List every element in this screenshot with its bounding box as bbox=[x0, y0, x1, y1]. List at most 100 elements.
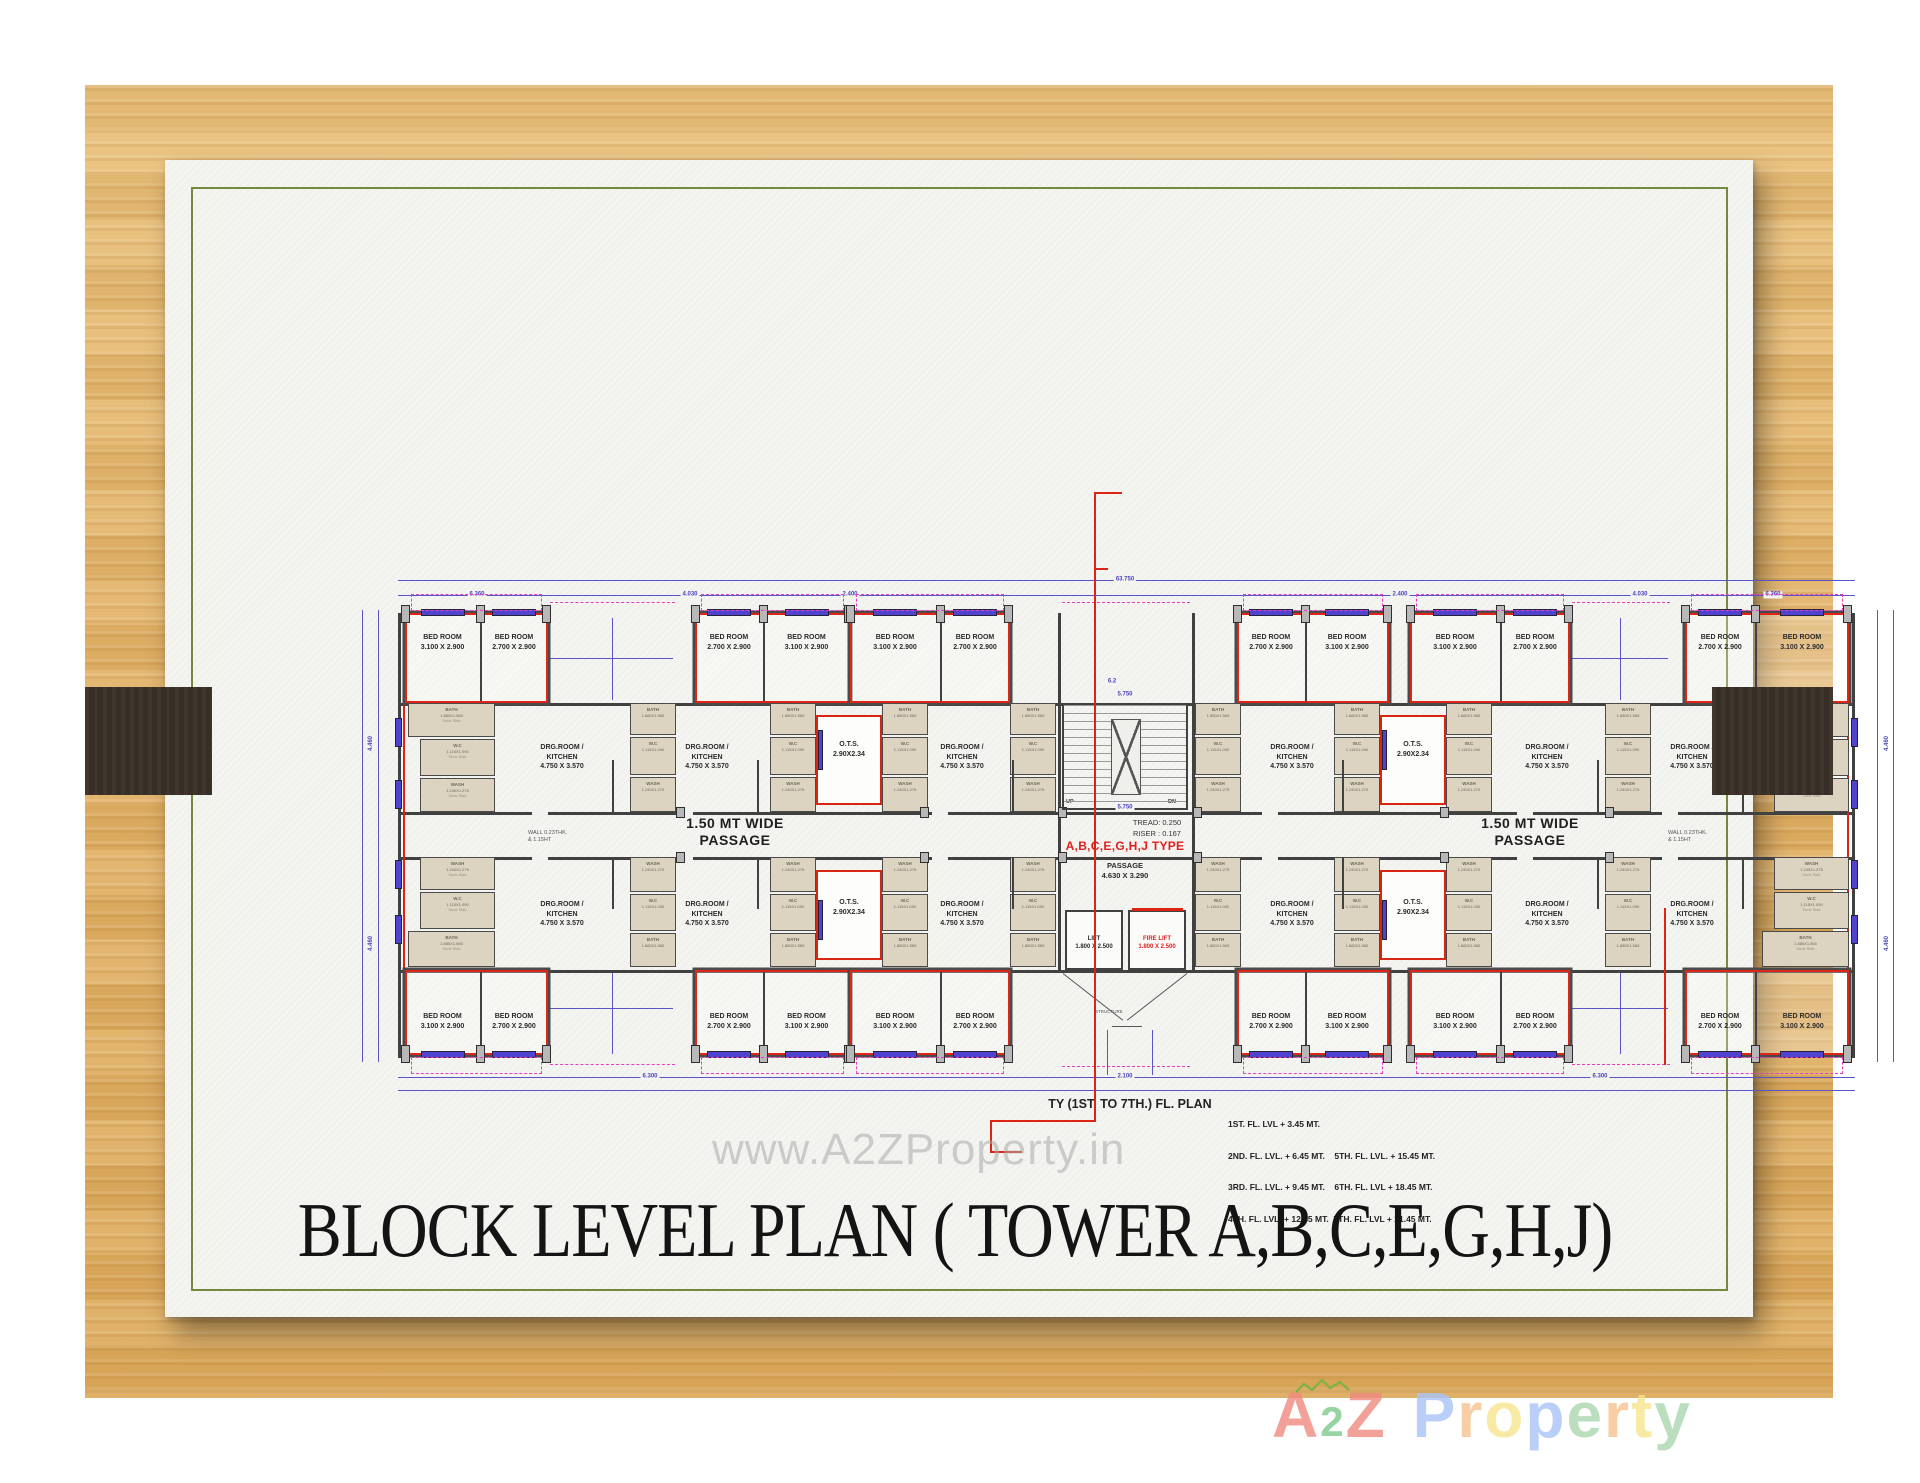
drg-kitchen-label: DRG.ROOM / KITCHEN 4.750 X 3.570 bbox=[1270, 744, 1314, 770]
balcony-dashed-outline bbox=[856, 594, 1004, 611]
column-block bbox=[691, 1045, 700, 1063]
column-block bbox=[846, 1045, 855, 1063]
bedroom-pair bbox=[1410, 970, 1570, 1055]
partition-wall bbox=[1012, 857, 1014, 909]
level-line: 2ND. FL. LVL. + 6.45 MT. 5TH. FL. LVL. +… bbox=[1228, 1150, 1436, 1161]
wall-note-left: WALL 0.23THK. & 1.15HT bbox=[528, 830, 568, 843]
dimension-line bbox=[362, 610, 363, 1062]
bedroom-label: BED ROOM 2.700 X 2.900 bbox=[492, 1013, 536, 1030]
bedroom-divider-wall bbox=[940, 615, 942, 701]
ots-label: O.T.S. 2.90X2.34 bbox=[1397, 899, 1429, 916]
logo-letter: y bbox=[1654, 1379, 1692, 1451]
window bbox=[818, 900, 823, 940]
logo-letter: A bbox=[1272, 1379, 1321, 1451]
stair-newel bbox=[1111, 719, 1141, 795]
bedroom-pair bbox=[1410, 613, 1570, 703]
structure-note: STRUCTURE bbox=[1095, 1009, 1123, 1014]
balcony-dashed-outline bbox=[701, 594, 844, 611]
passage-line1: 1.50 MT WIDE bbox=[686, 815, 784, 831]
dimension-line bbox=[1620, 972, 1621, 1054]
window bbox=[1851, 718, 1858, 747]
column-block bbox=[936, 1045, 945, 1063]
level-line: 3RD. FL. LVL. + 9.45 MT. 6TH. FL. LVL + … bbox=[1228, 1182, 1433, 1192]
bedroom-pair bbox=[850, 970, 1010, 1055]
bedroom-label: BED ROOM 3.100 X 2.900 bbox=[1433, 1013, 1477, 1030]
bedroom-label: BED ROOM 2.700 X 2.900 bbox=[1513, 1013, 1557, 1030]
bedroom-label: BED ROOM 2.700 X 2.900 bbox=[492, 634, 536, 651]
partition-wall bbox=[1342, 857, 1344, 909]
ots-shaft bbox=[816, 870, 882, 960]
column-block bbox=[920, 807, 929, 818]
column-block bbox=[936, 605, 945, 623]
window bbox=[1382, 730, 1387, 770]
bedroom-label: BED ROOM 2.700 X 2.900 bbox=[953, 634, 997, 651]
dark-strap-left bbox=[85, 687, 212, 795]
column-block bbox=[1843, 605, 1852, 623]
red-wall-line bbox=[1847, 616, 1849, 1056]
logo-letter: r bbox=[1604, 1379, 1631, 1451]
partition-wall bbox=[1597, 857, 1599, 909]
window bbox=[1851, 915, 1858, 944]
bedroom-divider-wall bbox=[1305, 972, 1307, 1053]
red-reference-line bbox=[1094, 492, 1122, 494]
bedroom-label: BED ROOM 2.700 X 2.900 bbox=[953, 1013, 997, 1030]
page-title: BLOCK LEVEL PLAN ( TOWER A,B,C,E,G,H,J) bbox=[297, 1188, 1614, 1274]
bedroom-pair bbox=[1685, 970, 1849, 1055]
drg-kitchen-label: DRG.ROOM / KITCHEN 4.750 X 3.570 bbox=[1525, 901, 1569, 927]
window bbox=[1249, 609, 1293, 616]
drg-kitchen-label: DRG.ROOM / KITCHEN 4.750 X 3.570 bbox=[1525, 744, 1569, 770]
ots-label: O.T.S. 2.90X2.34 bbox=[833, 899, 865, 916]
bedroom-label: BED ROOM 3.100 X 2.900 bbox=[873, 1013, 917, 1030]
fire-lift-room: FIRE LIFT 1.800 X 2.500 bbox=[1128, 910, 1186, 970]
partition-wall bbox=[612, 760, 614, 812]
end-wall bbox=[1852, 613, 1855, 1058]
plan-title-label: TY (1ST. TO 7TH.) FL. PLAN bbox=[1048, 1097, 1212, 1111]
red-wall-line bbox=[403, 616, 405, 1056]
column-block bbox=[676, 807, 685, 818]
door-opening bbox=[932, 810, 948, 817]
bedroom-pair bbox=[695, 970, 850, 1055]
floor-levels-list: 1ST. FL. LVL + 3.45 MT. 2ND. FL. LVL. + … bbox=[1228, 1098, 1435, 1245]
column-block bbox=[1301, 1045, 1310, 1063]
red-reference-line bbox=[990, 1120, 992, 1153]
balcony-dashed-outline bbox=[701, 1057, 844, 1074]
dimension-label: 5.750 bbox=[1115, 804, 1135, 812]
column-block bbox=[401, 605, 410, 623]
drg-kitchen-label: DRG.ROOM / KITCHEN 4.750 X 3.570 bbox=[1270, 901, 1314, 927]
balcony-dashed-outline bbox=[411, 594, 542, 611]
drg-kitchen-label: DRG.ROOM / KITCHEN 4.750 X 3.570 bbox=[940, 901, 984, 927]
door-opening bbox=[677, 855, 693, 862]
logo-letter: t bbox=[1630, 1379, 1655, 1451]
bedroom-label: BED ROOM 3.100 X 2.900 bbox=[1780, 634, 1824, 651]
dimension-label: 6.300 bbox=[640, 1073, 660, 1081]
bedroom-label: BED ROOM 2.700 X 2.900 bbox=[707, 634, 751, 651]
window bbox=[395, 915, 402, 944]
column-block bbox=[1406, 605, 1415, 623]
bedroom-label: BED ROOM 3.100 X 2.900 bbox=[1325, 634, 1369, 651]
bedroom-divider-wall bbox=[940, 972, 942, 1053]
dimension-line bbox=[378, 610, 379, 1062]
bedroom-divider-wall bbox=[480, 615, 482, 701]
bedroom-label: BED ROOM 3.100 X 2.900 bbox=[873, 634, 917, 651]
